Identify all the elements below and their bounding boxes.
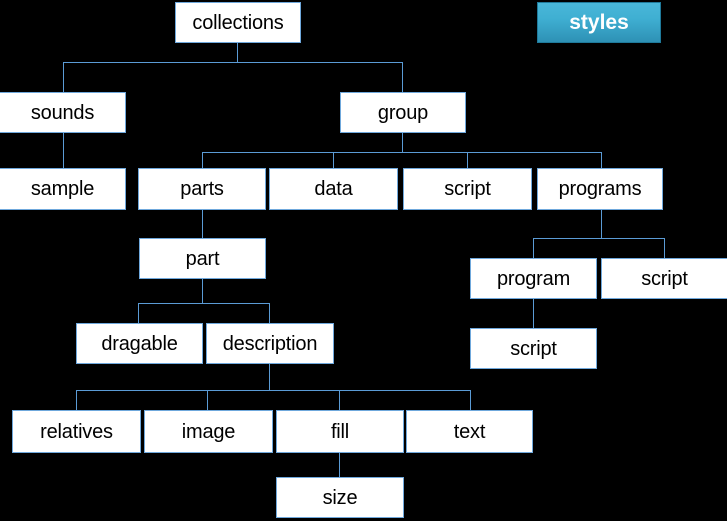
- node-data[interactable]: data: [269, 168, 398, 210]
- node-fill[interactable]: fill: [276, 410, 404, 453]
- node-script-group-label: script: [444, 178, 491, 200]
- node-parts-label: parts: [180, 178, 224, 200]
- node-relatives-label: relatives: [40, 420, 113, 443]
- connector-collections-down: [237, 42, 238, 63]
- connector-to-data: [333, 152, 334, 168]
- node-script-programs-label: script: [641, 267, 688, 290]
- node-parts[interactable]: parts: [138, 168, 266, 210]
- connector-collections-bar: [63, 62, 403, 63]
- node-group-label: group: [377, 101, 429, 124]
- node-program[interactable]: program: [470, 258, 597, 299]
- connector-sounds-sample: [63, 132, 64, 168]
- node-dragable-label: dragable: [101, 332, 178, 355]
- node-program-label: program: [496, 267, 571, 290]
- connector-to-program: [533, 238, 534, 258]
- node-styles[interactable]: styles: [537, 2, 661, 43]
- connector-to-sounds: [63, 62, 64, 92]
- node-collections[interactable]: collections: [175, 2, 301, 43]
- connector-to-parts: [202, 152, 203, 168]
- connector-fill-size: [339, 453, 340, 477]
- node-text[interactable]: text: [406, 410, 533, 453]
- connector-program-script: [533, 298, 534, 328]
- node-sounds-label: sounds: [30, 101, 95, 124]
- node-data-label: data: [314, 178, 353, 200]
- connector-to-group: [402, 62, 403, 92]
- node-script-program-label: script: [510, 337, 557, 360]
- node-image[interactable]: image: [144, 410, 273, 453]
- connector-part-bar: [138, 303, 270, 304]
- node-size[interactable]: size: [276, 477, 404, 518]
- connector-programs-down: [601, 210, 602, 238]
- node-fill-label: fill: [330, 420, 350, 443]
- node-programs-label: programs: [558, 178, 642, 200]
- connector-programs-bar: [533, 238, 665, 239]
- node-programs[interactable]: programs: [537, 168, 663, 210]
- connector-to-dragable: [138, 303, 139, 323]
- connector-to-text: [470, 390, 471, 410]
- connector-description-bar: [76, 390, 470, 391]
- node-description-label: description: [222, 332, 318, 355]
- node-script-program[interactable]: script: [470, 328, 597, 369]
- node-sample[interactable]: sample: [0, 168, 126, 210]
- connector-to-description: [269, 303, 270, 323]
- connector-to-script-group: [467, 152, 468, 168]
- node-dragable[interactable]: dragable: [76, 323, 203, 364]
- connector-to-script-programs: [664, 238, 665, 258]
- node-part-label: part: [185, 247, 220, 270]
- connector-part-down: [202, 278, 203, 303]
- node-image-label: image: [181, 420, 236, 443]
- node-text-label: text: [453, 420, 486, 443]
- connector-description-down: [269, 363, 270, 390]
- node-styles-label: styles: [569, 11, 629, 34]
- node-relatives[interactable]: relatives: [12, 410, 141, 453]
- node-collections-label: collections: [192, 11, 284, 34]
- connector-to-fill: [339, 390, 340, 410]
- connector-group-bar: [202, 152, 602, 153]
- node-sample-label: sample: [30, 178, 95, 200]
- connector-to-relatives: [76, 390, 77, 410]
- node-group[interactable]: group: [340, 92, 466, 133]
- connector-group-down: [402, 133, 403, 152]
- connector-parts-part: [202, 210, 203, 238]
- node-description[interactable]: description: [206, 323, 334, 364]
- connector-to-image: [207, 390, 208, 410]
- node-part[interactable]: part: [139, 238, 266, 279]
- node-script-programs[interactable]: script: [601, 258, 727, 299]
- connector-to-programs: [601, 152, 602, 168]
- node-size-label: size: [322, 486, 358, 509]
- node-script-group[interactable]: script: [403, 168, 532, 210]
- node-sounds[interactable]: sounds: [0, 92, 126, 133]
